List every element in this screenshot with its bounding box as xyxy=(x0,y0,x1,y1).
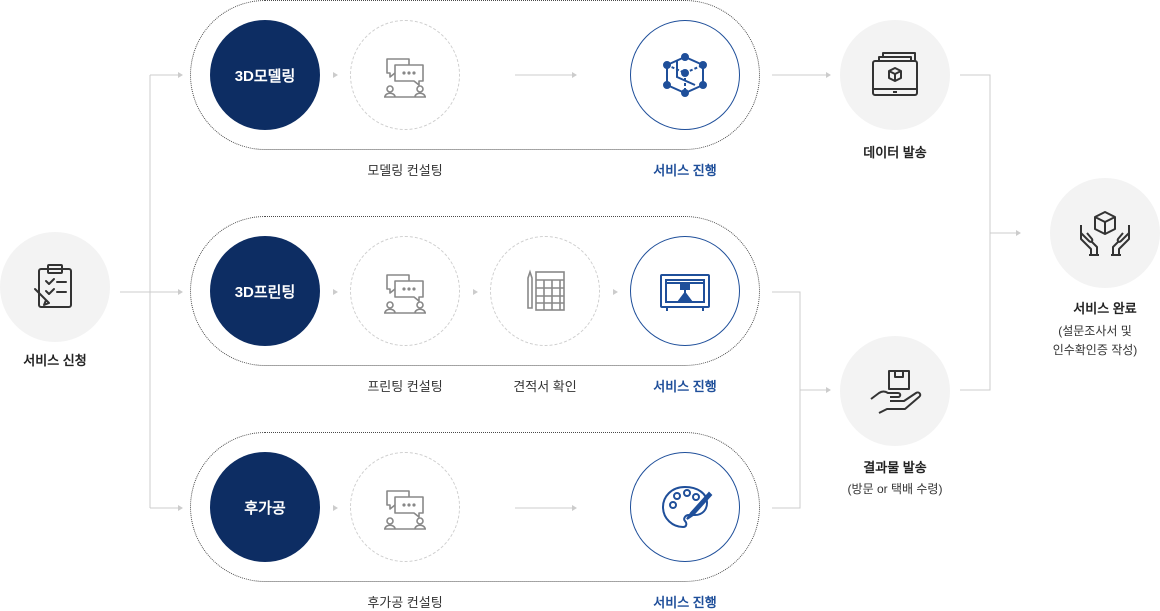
3d-cube-icon xyxy=(663,53,707,97)
post-processing-title-circle: 후가공 xyxy=(210,452,320,562)
data-send-label: 데이터 발송 xyxy=(863,145,927,160)
post-processing-service-label: 서비스 진행 xyxy=(653,595,717,610)
estimate-circle xyxy=(490,236,600,346)
hand-box-icon xyxy=(870,370,922,414)
service-complete-label: 서비스 완료 xyxy=(1073,301,1137,316)
printing-service-circle xyxy=(630,236,740,346)
hands-cube-icon xyxy=(1080,211,1130,256)
service-request-circle xyxy=(0,232,110,342)
modeling-service-circle xyxy=(630,20,740,130)
consulting-icon xyxy=(384,490,426,530)
post-processing-row xyxy=(190,432,760,582)
modeling-consulting-label: 모델링 컨설팅 xyxy=(367,163,443,178)
consulting-icon xyxy=(384,58,426,98)
data-send-circle xyxy=(840,20,950,130)
service-complete-circle xyxy=(1050,178,1160,288)
estimate-icon xyxy=(527,269,565,311)
printing-consulting-label: 프린팅 컨설팅 xyxy=(367,379,443,394)
post-processing-consulting-circle xyxy=(350,452,460,562)
tablet-cube-icon xyxy=(872,52,918,96)
printing-row xyxy=(190,216,760,366)
result-send-circle xyxy=(840,336,950,446)
service-request-label: 서비스 신청 xyxy=(23,353,87,368)
3d-printer-icon xyxy=(660,274,710,311)
consulting-icon xyxy=(384,274,426,314)
result-send-label: 결과물 발송 xyxy=(863,460,927,475)
printing-service-label: 서비스 진행 xyxy=(653,379,717,394)
post-processing-service-circle xyxy=(630,452,740,562)
service-complete-sub-2: 인수확인증 작성) xyxy=(1052,343,1138,357)
printing-title-circle: 3D프린팅 xyxy=(210,236,320,346)
palette-brush-icon xyxy=(661,485,713,529)
modeling-row xyxy=(190,0,760,150)
clipboard-pen-icon xyxy=(34,264,72,308)
modeling-service-label: 서비스 진행 xyxy=(653,163,717,178)
post-processing-consulting-label: 후가공 컨설팅 xyxy=(367,595,443,610)
printing-consulting-circle xyxy=(350,236,460,346)
service-complete-sub-1: (설문조사서 및 xyxy=(1058,324,1132,338)
result-send-sub: (방문 or 택배 수령) xyxy=(847,482,943,496)
modeling-consulting-circle xyxy=(350,20,460,130)
estimate-label: 견적서 확인 xyxy=(513,379,577,394)
modeling-title-circle: 3D모델링 xyxy=(210,20,320,130)
